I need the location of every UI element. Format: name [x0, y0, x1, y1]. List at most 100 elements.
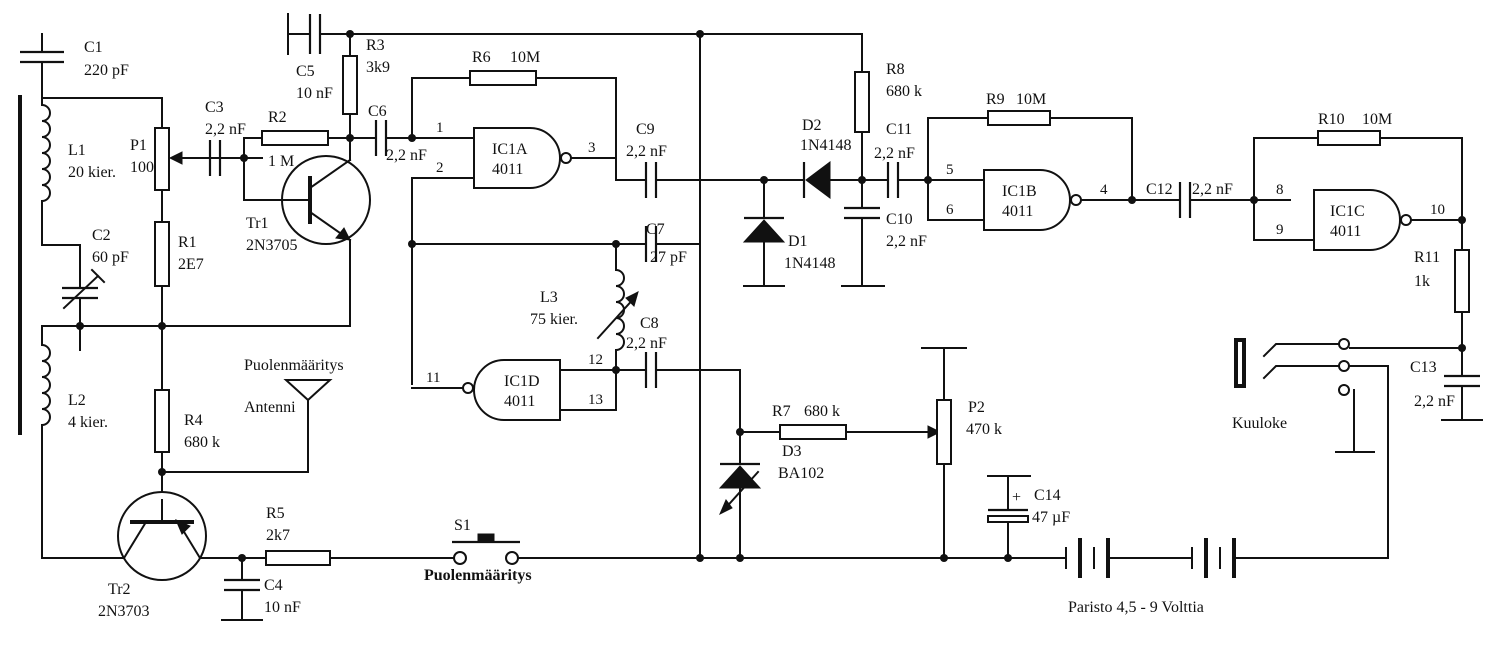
- label-ic1d-value: 4011: [504, 393, 535, 410]
- capacitor-c5: [287, 13, 331, 55]
- pin-ic1c-8: 8: [1276, 182, 1284, 198]
- resistor-r4: [154, 389, 309, 501]
- label-c1-ref: C1: [84, 39, 103, 56]
- label-c7-ref: C7: [646, 221, 665, 238]
- resistor-r7: [736, 424, 942, 440]
- label-c14-plus: +: [1012, 489, 1021, 506]
- potentiometer-p2: [921, 347, 967, 559]
- resistor-r1: [154, 221, 170, 391]
- transistor-tr2: [41, 491, 267, 581]
- label-c2-ref: C2: [92, 227, 111, 244]
- label-l2-ref: L2: [68, 392, 86, 409]
- label-r8-value: 680 k: [886, 83, 922, 100]
- label-c3-ref: C3: [205, 99, 224, 116]
- inductor-l1: [41, 97, 163, 246]
- battery: [1065, 538, 1389, 578]
- label-ic1b-ref: IC1B: [1002, 183, 1037, 200]
- label-r3-value: 3k9: [366, 59, 390, 76]
- label-d2-value: 1N4148: [800, 137, 852, 154]
- label-r11-value: 1k: [1414, 273, 1430, 290]
- capacitor-c9: [615, 162, 803, 198]
- label-c4-ref: C4: [264, 577, 283, 594]
- label-c10-ref: C10: [886, 211, 913, 228]
- label-headphone: Kuuloke: [1232, 415, 1287, 432]
- label-r1-ref: R1: [178, 234, 197, 251]
- inductor-l2: [41, 325, 51, 559]
- label-r7-ref: R7: [772, 403, 791, 420]
- capacitor-c1: [20, 33, 64, 99]
- resistor-r2: [243, 130, 354, 159]
- label-c2-value: 60 pF: [92, 249, 129, 266]
- label-tr1-value: 2N3705: [246, 237, 298, 254]
- label-r9-value: 10M: [1016, 91, 1046, 108]
- pin-ic1a-3: 3: [588, 140, 596, 156]
- label-ic1c-ref: IC1C: [1330, 203, 1365, 220]
- switch-s1: [452, 533, 701, 565]
- label-ic1c-value: 4011: [1330, 223, 1361, 240]
- capacitor-c7: [644, 226, 701, 262]
- label-antenna-title: Puolenmääritys: [244, 357, 344, 374]
- label-c9-ref: C9: [636, 121, 655, 138]
- label-p2-ref: P2: [968, 399, 985, 416]
- label-tr1-ref: Tr1: [246, 215, 269, 232]
- label-ic1a-value: 4011: [492, 161, 523, 178]
- nand-gate-ic1b: [927, 169, 1181, 231]
- label-l3-ref: L3: [540, 289, 558, 306]
- label-r3-ref: R3: [366, 37, 385, 54]
- label-r4-ref: R4: [184, 412, 203, 429]
- nand-gate-ic1d: [411, 359, 647, 421]
- label-p1-value: 100: [130, 159, 154, 176]
- pin-ic1b-4: 4: [1100, 182, 1108, 198]
- pin-ic1d-13: 13: [588, 392, 603, 408]
- label-d3-value: BA102: [778, 465, 824, 482]
- label-tr2-ref: Tr2: [108, 581, 131, 598]
- pin-ic1a-1: 1: [436, 120, 444, 136]
- label-c5-ref: C5: [296, 63, 315, 80]
- capacitor-c11: [886, 162, 985, 198]
- label-tr2-value: 2N3703: [98, 603, 150, 620]
- label-r6-value: 10M: [510, 49, 540, 66]
- nand-gate-ic1a: [411, 127, 617, 245]
- label-r10-value: 10M: [1362, 111, 1392, 128]
- capacitor-c6: [349, 120, 475, 156]
- label-r9-ref: R9: [986, 91, 1005, 108]
- label-c8-value: 2,2 nF: [626, 335, 667, 352]
- label-c6-ref: C6: [368, 103, 387, 120]
- label-r11-ref: R11: [1414, 249, 1440, 266]
- label-c13-value: 2,2 nF: [1414, 393, 1455, 410]
- label-r2-value: 1 M: [268, 153, 294, 170]
- antenna-symbol: [283, 379, 333, 402]
- resistor-r3: [342, 33, 358, 139]
- capacitor-c8: [644, 352, 741, 433]
- label-c6-value: 2,2 nF: [386, 147, 427, 164]
- label-ic1a-ref: IC1A: [492, 141, 528, 158]
- label-c7-value: 27 pF: [650, 249, 687, 266]
- label-c5-value: 10 nF: [296, 85, 333, 102]
- label-r6-ref: R6: [472, 49, 491, 66]
- label-r8-ref: R8: [886, 61, 905, 78]
- label-c1-value: 220 pF: [84, 62, 129, 79]
- capacitor-c3: [177, 140, 263, 176]
- label-r7-value: 680 k: [804, 403, 840, 420]
- label-r5-ref: R5: [266, 505, 285, 522]
- pin-ic1b-5: 5: [946, 162, 954, 178]
- label-d1-ref: D1: [788, 233, 808, 250]
- label-s1-ref: S1: [454, 517, 471, 534]
- pin-ic1c-9: 9: [1276, 222, 1284, 238]
- label-l3-value: 75 kier.: [530, 311, 578, 328]
- label-c13-ref: C13: [1410, 359, 1437, 376]
- diode-d1: [742, 179, 786, 287]
- capacitor-c4: [221, 557, 263, 621]
- label-c9-value: 2,2 nF: [626, 143, 667, 160]
- label-c12-value: 2,2 nF: [1192, 181, 1233, 198]
- label-r5-value: 2k7: [266, 527, 290, 544]
- label-battery: Paristo 4,5 - 9 Volttia: [1068, 599, 1204, 616]
- label-r1-value: 2E7: [178, 256, 204, 273]
- label-r10-ref: R10: [1318, 111, 1345, 128]
- capacitor-c13: [1441, 374, 1483, 421]
- label-l1-ref: L1: [68, 142, 86, 159]
- label-l2-value: 4 kier.: [68, 414, 108, 431]
- label-s1-function: Puolenmääritys: [424, 567, 532, 584]
- pin-ic1b-6: 6: [946, 202, 954, 218]
